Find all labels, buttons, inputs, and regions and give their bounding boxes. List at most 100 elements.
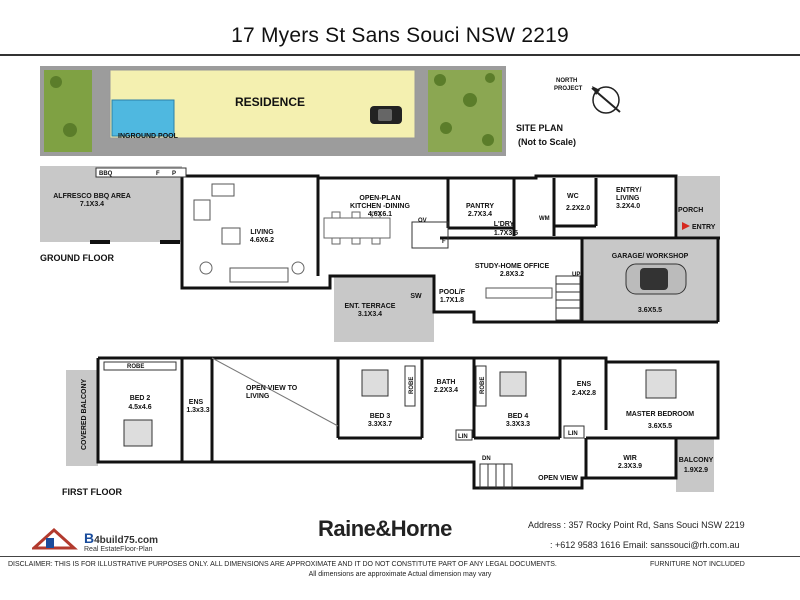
b4build-logo-text: 4build75.com <box>94 535 159 546</box>
ens1-name: ENS <box>189 399 204 406</box>
pantry-name: PANTRY <box>466 203 494 210</box>
stairs-icon <box>555 275 581 321</box>
bed2-dims: 4.5x4.6 <box>128 404 151 411</box>
house-logo-icon <box>32 527 78 550</box>
openview2-name: OPEN VIEW <box>538 475 578 482</box>
disclaimer-text: DISCLAIMER: THIS IS FOR ILLUSTRATIVE PUR… <box>8 561 557 568</box>
north-compass-icon <box>591 86 621 114</box>
site-plan: RESIDENCE INGROUND POOL SITE PLAN (Not t… <box>40 66 621 156</box>
site-pool <box>111 99 175 137</box>
sofa-icon <box>193 183 289 283</box>
wir-dims: 2.3X3.9 <box>618 463 642 470</box>
robe-2-label: ROBE <box>409 377 415 394</box>
page-title: 17 Myers St Sans Souci NSW 2219 <box>231 24 569 47</box>
agency-contact: : +612 9583 1616 Email: sanssouci@rh.com… <box>550 540 740 550</box>
bed-icon <box>123 369 677 447</box>
void-line <box>211 357 339 427</box>
balcony-area <box>676 438 714 492</box>
lin-1 <box>455 429 473 441</box>
terrace-name: ENT. TERRACE <box>345 303 396 310</box>
garage-dims: 3.6X5.5 <box>638 307 662 314</box>
oven-label: OV <box>418 218 427 224</box>
openview-name-2: LIVING <box>246 393 270 400</box>
laundry-name: L'DRY <box>494 221 515 228</box>
study-dims: 2.8X3.2 <box>500 271 524 278</box>
pool-f-name: POOL/F <box>439 289 466 296</box>
first-floor-heading: FIRST FLOOR <box>62 487 122 497</box>
entry-arrow-icon <box>682 222 690 230</box>
site-pool-label: INGROUND POOL <box>118 133 179 140</box>
living-name: LIVING <box>250 229 274 236</box>
balcony-name: BALCONY <box>679 457 714 464</box>
balcony-dims: 1.9X2.9 <box>684 467 708 474</box>
alfresco-name: ALFRESCO BBQ AREA <box>53 193 131 200</box>
living-dims: 4.6X6.2 <box>250 237 274 244</box>
site-plan-title: SITE PLAN <box>516 123 563 133</box>
wir-name: WIR <box>623 455 637 462</box>
ens1-dims: 1.3x3.3 <box>186 407 209 414</box>
study-name: STUDY-HOME OFFICE <box>475 263 550 270</box>
bed4-name: BED 4 <box>508 413 529 420</box>
bath-dims: 2.2X3.4 <box>434 387 458 394</box>
north-label: NORTH <box>556 78 577 84</box>
lin-2 <box>563 425 585 439</box>
bbq-fixtures: BBQ F P <box>95 167 187 178</box>
bath-name: BATH <box>437 379 456 386</box>
wm-label: WM <box>539 216 550 222</box>
porch-name: PORCH <box>678 207 703 214</box>
entry-living-name: ENTRY/ <box>616 187 641 194</box>
robe-1 <box>103 361 177 371</box>
first-floor: COVERED BALCONY BED 2 4.5x4.6 ENS 1.3x3.… <box>62 356 720 497</box>
ground-floor-heading: GROUND FLOOR <box>40 253 114 263</box>
robe-1-label: ROBE <box>127 364 144 370</box>
ens2-name: ENS <box>577 381 592 388</box>
ceiling-fan-icon <box>199 261 305 275</box>
kitchen-name-2: KITCHEN -DINING <box>350 203 410 210</box>
garage-name: GARAGE/ WORKSHOP <box>612 253 689 260</box>
wc-dims: 2.2X2.0 <box>566 205 590 212</box>
alfresco-area <box>40 166 182 242</box>
agency-address: Address : 357 Rocky Point Rd, Sans Souci… <box>528 520 745 530</box>
dn-label: DN <box>482 456 491 462</box>
covered-balcony-area <box>66 370 98 466</box>
robe-3 <box>475 365 487 407</box>
fridge-2-label: F <box>442 239 446 245</box>
covered-balcony-name: COVERED BALCONY <box>81 378 88 450</box>
terrace-dims: 3.1X3.4 <box>358 311 382 318</box>
bbq-label: BBQ <box>99 171 113 177</box>
laundry-dims: 1.7X3.5 <box>494 230 518 237</box>
master-name: MASTER BEDROOM <box>626 411 694 418</box>
ground-floor: BBQ F P ALFRESCO BBQ AREA 7.1X3.4 LIVING… <box>40 166 720 342</box>
furniture-note: FURNITURE NOT INCLUDED <box>650 561 745 568</box>
kitchen-dims: 4.6X6.1 <box>368 211 392 218</box>
entry-living-dims: 3.2X4.0 <box>616 203 640 210</box>
up-label: UP <box>572 272 580 278</box>
title-divider <box>0 54 800 56</box>
fridge-label: F <box>156 171 160 177</box>
kitchen-name: OPEN-PLAN <box>359 195 400 202</box>
b4build-logo: B4build75.com <box>84 530 158 546</box>
dimension-note: All dimensions are approximate Actual di… <box>308 571 492 578</box>
openview-name: OPEN VIEW TO <box>246 385 298 392</box>
master-dims: 3.6X5.5 <box>648 423 672 430</box>
office-desk-icon <box>485 287 553 299</box>
lin-2-label: LIN <box>568 431 578 437</box>
entry-living-name-2: LIVING <box>616 195 640 202</box>
site-plan-subtitle: (Not to Scale) <box>518 137 576 147</box>
terrace-area <box>334 276 434 342</box>
lin-1-label: LIN <box>458 434 468 440</box>
entry-label: ENTRY <box>692 224 716 231</box>
car-icon <box>625 263 687 295</box>
p-label: P <box>172 171 176 177</box>
project-label: PROJECT <box>554 86 583 92</box>
footer-divider <box>0 556 800 557</box>
bed4-dims: 3.3X3.3 <box>506 421 530 428</box>
raine-horne-logo: Raine&Horne <box>318 516 452 541</box>
alfresco-dims: 7.1X3.4 <box>80 201 104 208</box>
sw-label: SW <box>410 293 422 300</box>
wc-name: WC <box>567 193 579 200</box>
bed3-dims: 3.3X3.7 <box>368 421 392 428</box>
b4build-logo-b: B <box>84 530 95 546</box>
site-residence-label: RESIDENCE <box>235 95 305 109</box>
